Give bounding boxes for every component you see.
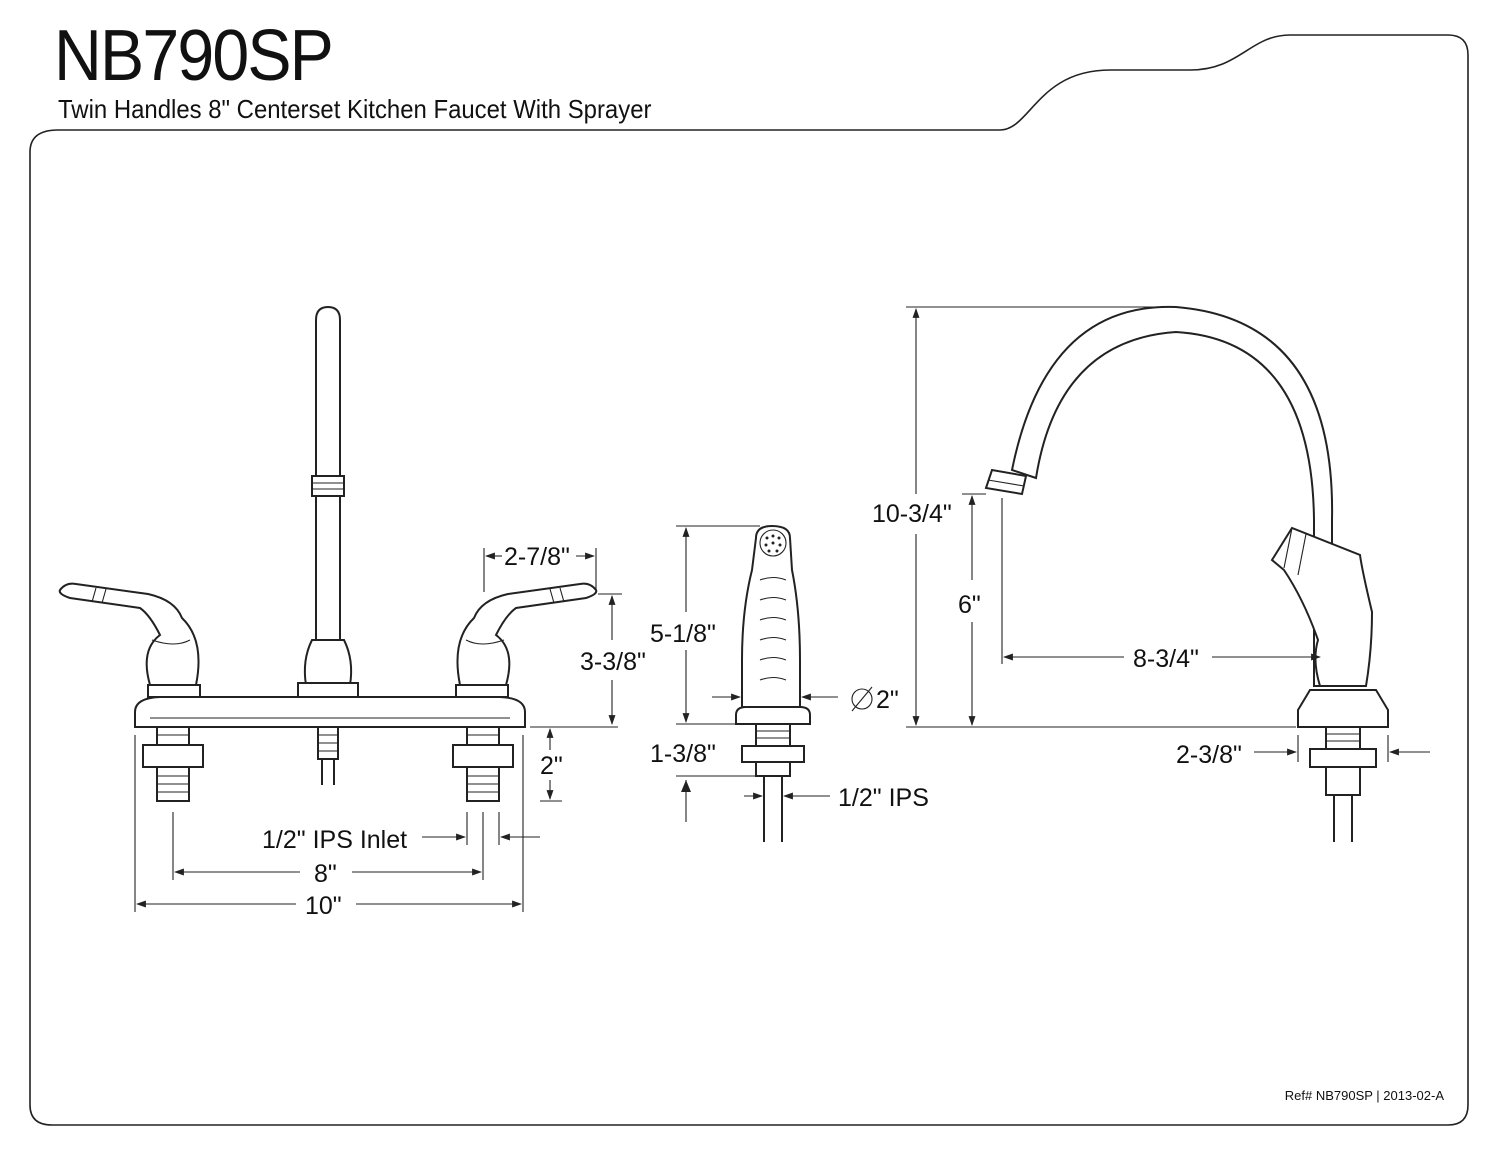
right-handle <box>455 582 598 698</box>
dim-spout-reach: 8-3/4" <box>1133 645 1199 673</box>
dim-inlet: 1/2" IPS Inlet <box>262 826 407 854</box>
side-base <box>1297 689 1389 728</box>
dim-sprayer-height: 5-1/8" <box>650 620 716 648</box>
dim-sprayer-base: 1-3/8" <box>650 740 716 768</box>
dim-spout-clearance: 6" <box>958 591 981 619</box>
reference-note: Ref# NB790SP | 2013-02-A <box>1284 1088 1444 1103</box>
dim-overall-height: 10-3/4" <box>872 500 952 528</box>
gooseneck-spout <box>1010 305 1334 687</box>
right-shank <box>452 726 514 802</box>
dim-overall-width: 10" <box>305 892 342 920</box>
spout-connector <box>317 726 339 785</box>
dim-centers: 8" <box>314 860 337 888</box>
dim-shank-length: 2" <box>540 752 563 780</box>
drawing-frame <box>29 34 1469 1126</box>
spout-tip <box>984 468 1028 496</box>
dim-sprayer-diameter: 2" <box>876 686 899 714</box>
product-subtitle: Twin Handles 8" Centerset Kitchen Faucet… <box>58 94 652 124</box>
spout <box>297 305 359 698</box>
sprayer <box>735 524 811 842</box>
deck-plate <box>134 696 526 728</box>
side-view-faucet <box>984 305 1389 842</box>
dim-base-width: 2-3/8" <box>1176 741 1242 769</box>
left-shank <box>142 726 204 802</box>
front-view-dimensions: 2-7/8" 3-3/8" 2" 1/2" IPS Inlet 8" <box>134 543 646 920</box>
dim-sprayer-thread: 1/2" IPS <box>838 784 929 812</box>
sprayer-head <box>741 524 801 708</box>
dim-handle-height: 3-3/8" <box>580 648 646 676</box>
model-number: NB790SP <box>54 16 334 96</box>
left-handle <box>58 582 201 698</box>
dim-handle-spread: 2-7/8" <box>504 543 570 571</box>
diameter-icon <box>851 686 873 712</box>
front-view-faucet <box>58 305 598 802</box>
side-view-dimensions: 10-3/4" 6" 8-3/4" 2-3/8" <box>872 306 1430 769</box>
sprayer-base <box>735 706 811 725</box>
sprayer-dimensions: 5-1/8" 2" 1-3/8" 1/2" IPS <box>650 525 929 822</box>
